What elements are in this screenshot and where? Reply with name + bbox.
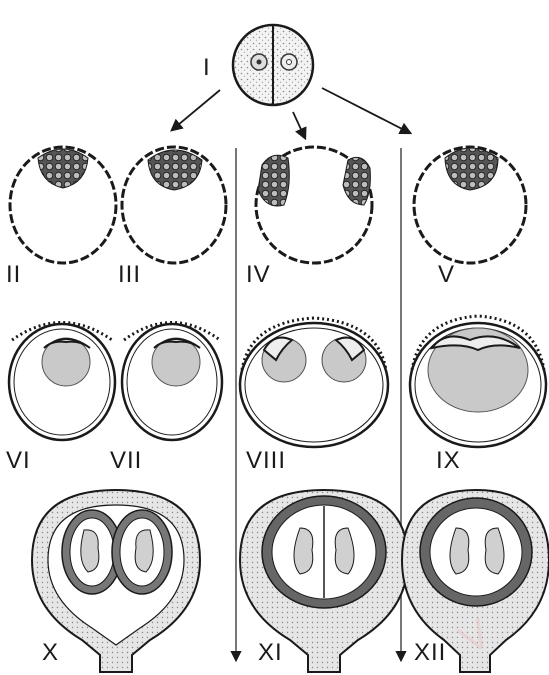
blastocyst-iii bbox=[122, 147, 226, 263]
two-cell-zygote bbox=[233, 25, 313, 105]
label-x: X bbox=[42, 639, 59, 666]
label-ix: IX bbox=[436, 447, 461, 474]
label-xii: XII bbox=[414, 639, 446, 666]
label-vi: VI bbox=[6, 447, 31, 474]
implanted-vii bbox=[122, 323, 222, 441]
label-iii: III bbox=[118, 261, 141, 288]
implanted-ix bbox=[410, 316, 546, 447]
label-iv: IV bbox=[246, 261, 271, 288]
label-ii: II bbox=[6, 261, 21, 288]
implanted-viii bbox=[240, 318, 388, 447]
blastocyst-iv bbox=[256, 147, 372, 263]
implanted-vi bbox=[9, 323, 115, 441]
arrow-to-left bbox=[172, 90, 220, 130]
label-vii: VII bbox=[110, 447, 142, 474]
blastocyst-ii bbox=[10, 147, 116, 263]
label-xi: XI bbox=[258, 639, 283, 666]
label-i: I bbox=[203, 54, 211, 81]
arrow-to-middle bbox=[293, 112, 305, 138]
arrow-to-right bbox=[322, 88, 410, 133]
label-v: V bbox=[438, 261, 455, 288]
blastocyst-v bbox=[414, 147, 526, 263]
label-viii: VIII bbox=[246, 447, 286, 474]
